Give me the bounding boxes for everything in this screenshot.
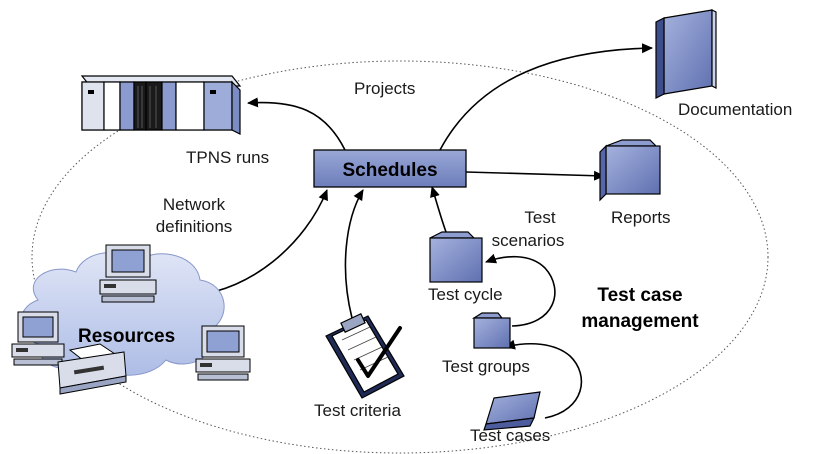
project-boundary	[31, 60, 769, 454]
test-scenarios-label-line1: Test	[524, 208, 555, 227]
test-case-management-label-line1: Test case	[597, 285, 682, 306]
tpns-runs-label: TPNS runs	[186, 148, 269, 167]
test-cycle-label: Test cycle	[428, 285, 503, 304]
arrow-schedules-to-reports	[465, 170, 605, 181]
reports-label: Reports	[611, 208, 671, 227]
resources-label: Resources	[78, 326, 175, 347]
folder-icon	[599, 139, 661, 202]
test-groups-label: Test groups	[442, 357, 530, 376]
printer-icon	[57, 343, 127, 395]
server-rack-icon	[80, 75, 242, 135]
arrow-schedules-to-tpns	[247, 97, 346, 151]
test-scenarios-label-line2: scenarios	[492, 231, 565, 250]
network-definitions-label-line2: definitions	[156, 217, 233, 236]
clipboard-icon	[325, 313, 405, 399]
connectors	[194, 43, 653, 419]
computer-icon	[11, 311, 65, 366]
arrow-schedules-to-documentation	[439, 43, 653, 151]
test-cycle-folder-icon	[429, 231, 483, 283]
documentation-label: Documentation	[678, 100, 792, 119]
test-cases-label: Test cases	[470, 426, 550, 445]
computer-icon	[195, 325, 251, 381]
book-icon	[655, 9, 717, 99]
schedules-box	[313, 149, 467, 188]
test-criteria-label: Test criteria	[314, 401, 401, 420]
network-definitions-label-line1: Network	[163, 195, 226, 214]
schedules-label: Schedules	[342, 160, 437, 181]
computer-icon	[99, 244, 157, 303]
document-icon	[483, 391, 541, 431]
projects-label: Projects	[354, 79, 415, 98]
test-groups-folder-icon	[471, 312, 511, 349]
arrow-testcases-to-testgroups	[504, 339, 583, 419]
test-case-management-label-line2: management	[581, 311, 699, 332]
arrow-testcycle-to-schedules	[430, 186, 447, 233]
arrow-criteria-to-schedules	[344, 189, 364, 319]
arrow-testgroups-to-testcycle	[485, 253, 556, 327]
